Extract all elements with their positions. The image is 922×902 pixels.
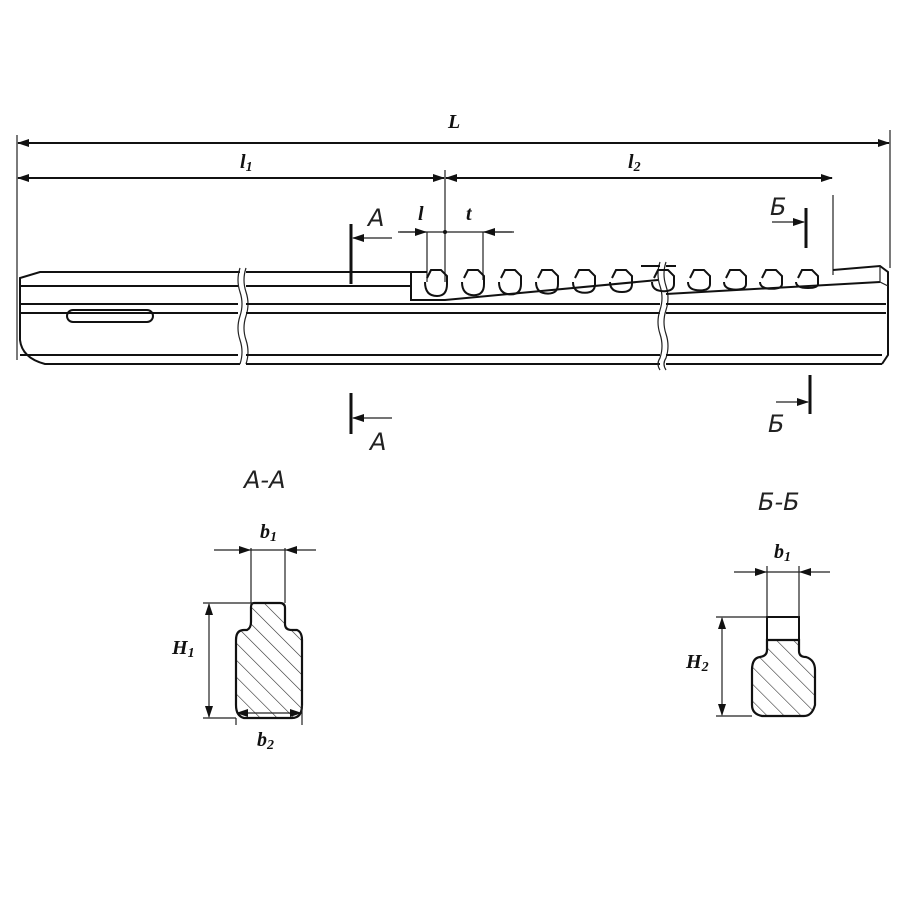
label-t: t <box>466 203 473 225</box>
section-mark-A-top: A <box>349 204 392 284</box>
tooth <box>687 269 711 292</box>
section-B-B: Б-Б b1 H2 <box>685 488 830 718</box>
label-b1-A: b1 <box>260 521 277 545</box>
label-b2: b2 <box>257 729 274 753</box>
label-H2: H2 <box>685 651 709 675</box>
broach-body <box>19 261 889 371</box>
key-slot <box>66 309 154 323</box>
label-b1-B: b1 <box>774 541 791 565</box>
svg-text:A: A <box>366 204 384 232</box>
tooth-profile-outline <box>766 616 800 641</box>
section-A-A-title: A-A <box>242 466 286 494</box>
section-mark-B-top: Б <box>770 193 808 248</box>
tooth <box>651 269 675 293</box>
section-A-A: A-A b1 H1 b2 <box>171 466 316 753</box>
section-mark-B-bottom: Б <box>768 375 812 438</box>
cross-section-A <box>234 601 304 720</box>
svg-text:Б: Б <box>770 193 786 221</box>
tooth-land <box>411 265 676 273</box>
dimension-l-t: l t <box>398 203 514 282</box>
svg-text:Б: Б <box>768 410 784 438</box>
tooth <box>424 269 448 298</box>
label-l1: l1 <box>240 151 253 175</box>
tooth <box>723 269 747 291</box>
label-L: L <box>447 111 460 133</box>
dimension-l1-l2: l1 l2 <box>17 151 834 282</box>
label-H1: H1 <box>171 637 195 661</box>
section-B-B-title: Б-Б <box>758 488 800 516</box>
broach-teeth <box>411 265 819 298</box>
tooth <box>795 269 819 290</box>
label-l: l <box>418 203 424 225</box>
svg-text:A: A <box>368 428 386 456</box>
tooth <box>498 269 522 296</box>
tooth <box>535 269 559 295</box>
label-l2: l2 <box>628 151 641 175</box>
tooth <box>461 269 485 297</box>
tooth <box>572 269 596 294</box>
tooth <box>759 269 783 290</box>
tooth <box>609 269 633 294</box>
section-mark-A-bottom: A <box>349 393 392 456</box>
dimension-L: L <box>16 111 891 360</box>
cross-section-B <box>750 638 817 718</box>
